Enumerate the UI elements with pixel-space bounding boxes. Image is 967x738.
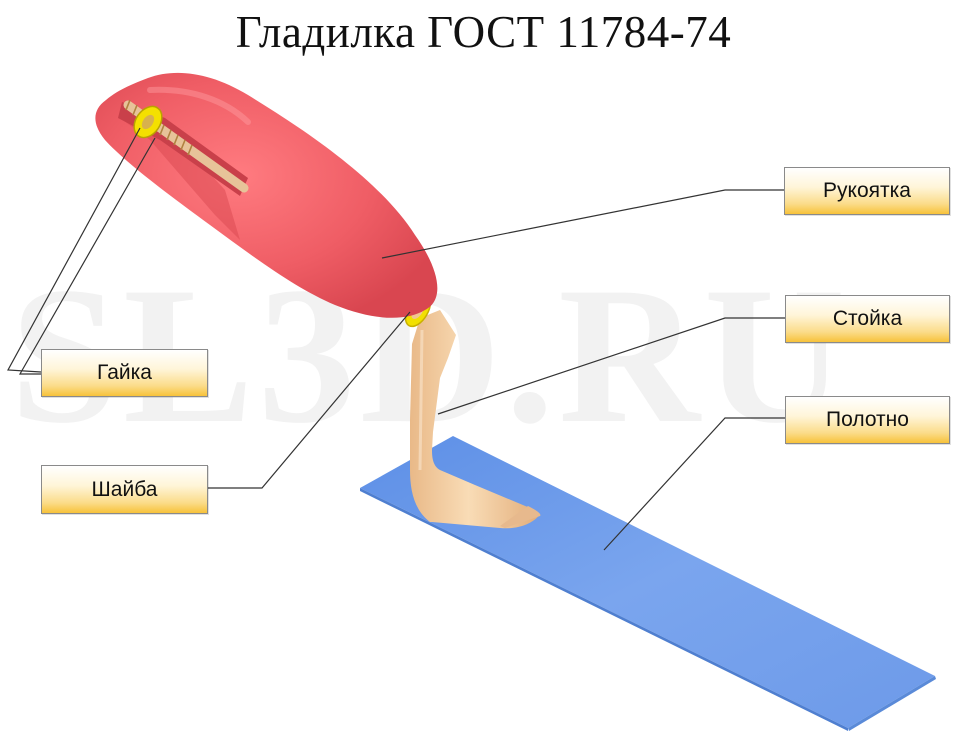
- label-nut: Гайка: [41, 349, 208, 397]
- leader-blade: [603, 417, 785, 551]
- label-washer: Шайба: [41, 465, 208, 514]
- label-post: Стойка: [785, 295, 950, 343]
- post: [410, 310, 541, 529]
- leader-post: [437, 317, 785, 415]
- nut: [133, 105, 163, 139]
- label-blade: Полотно: [785, 396, 950, 444]
- leader-nut: [7, 127, 141, 373]
- label-handle: Рукоятка: [784, 167, 950, 215]
- leader-washer: [208, 311, 411, 489]
- leader-nut-2: [18, 137, 156, 375]
- leader-handle: [381, 189, 784, 259]
- page-title: Гладилка ГОСТ 11784-74: [235, 7, 732, 57]
